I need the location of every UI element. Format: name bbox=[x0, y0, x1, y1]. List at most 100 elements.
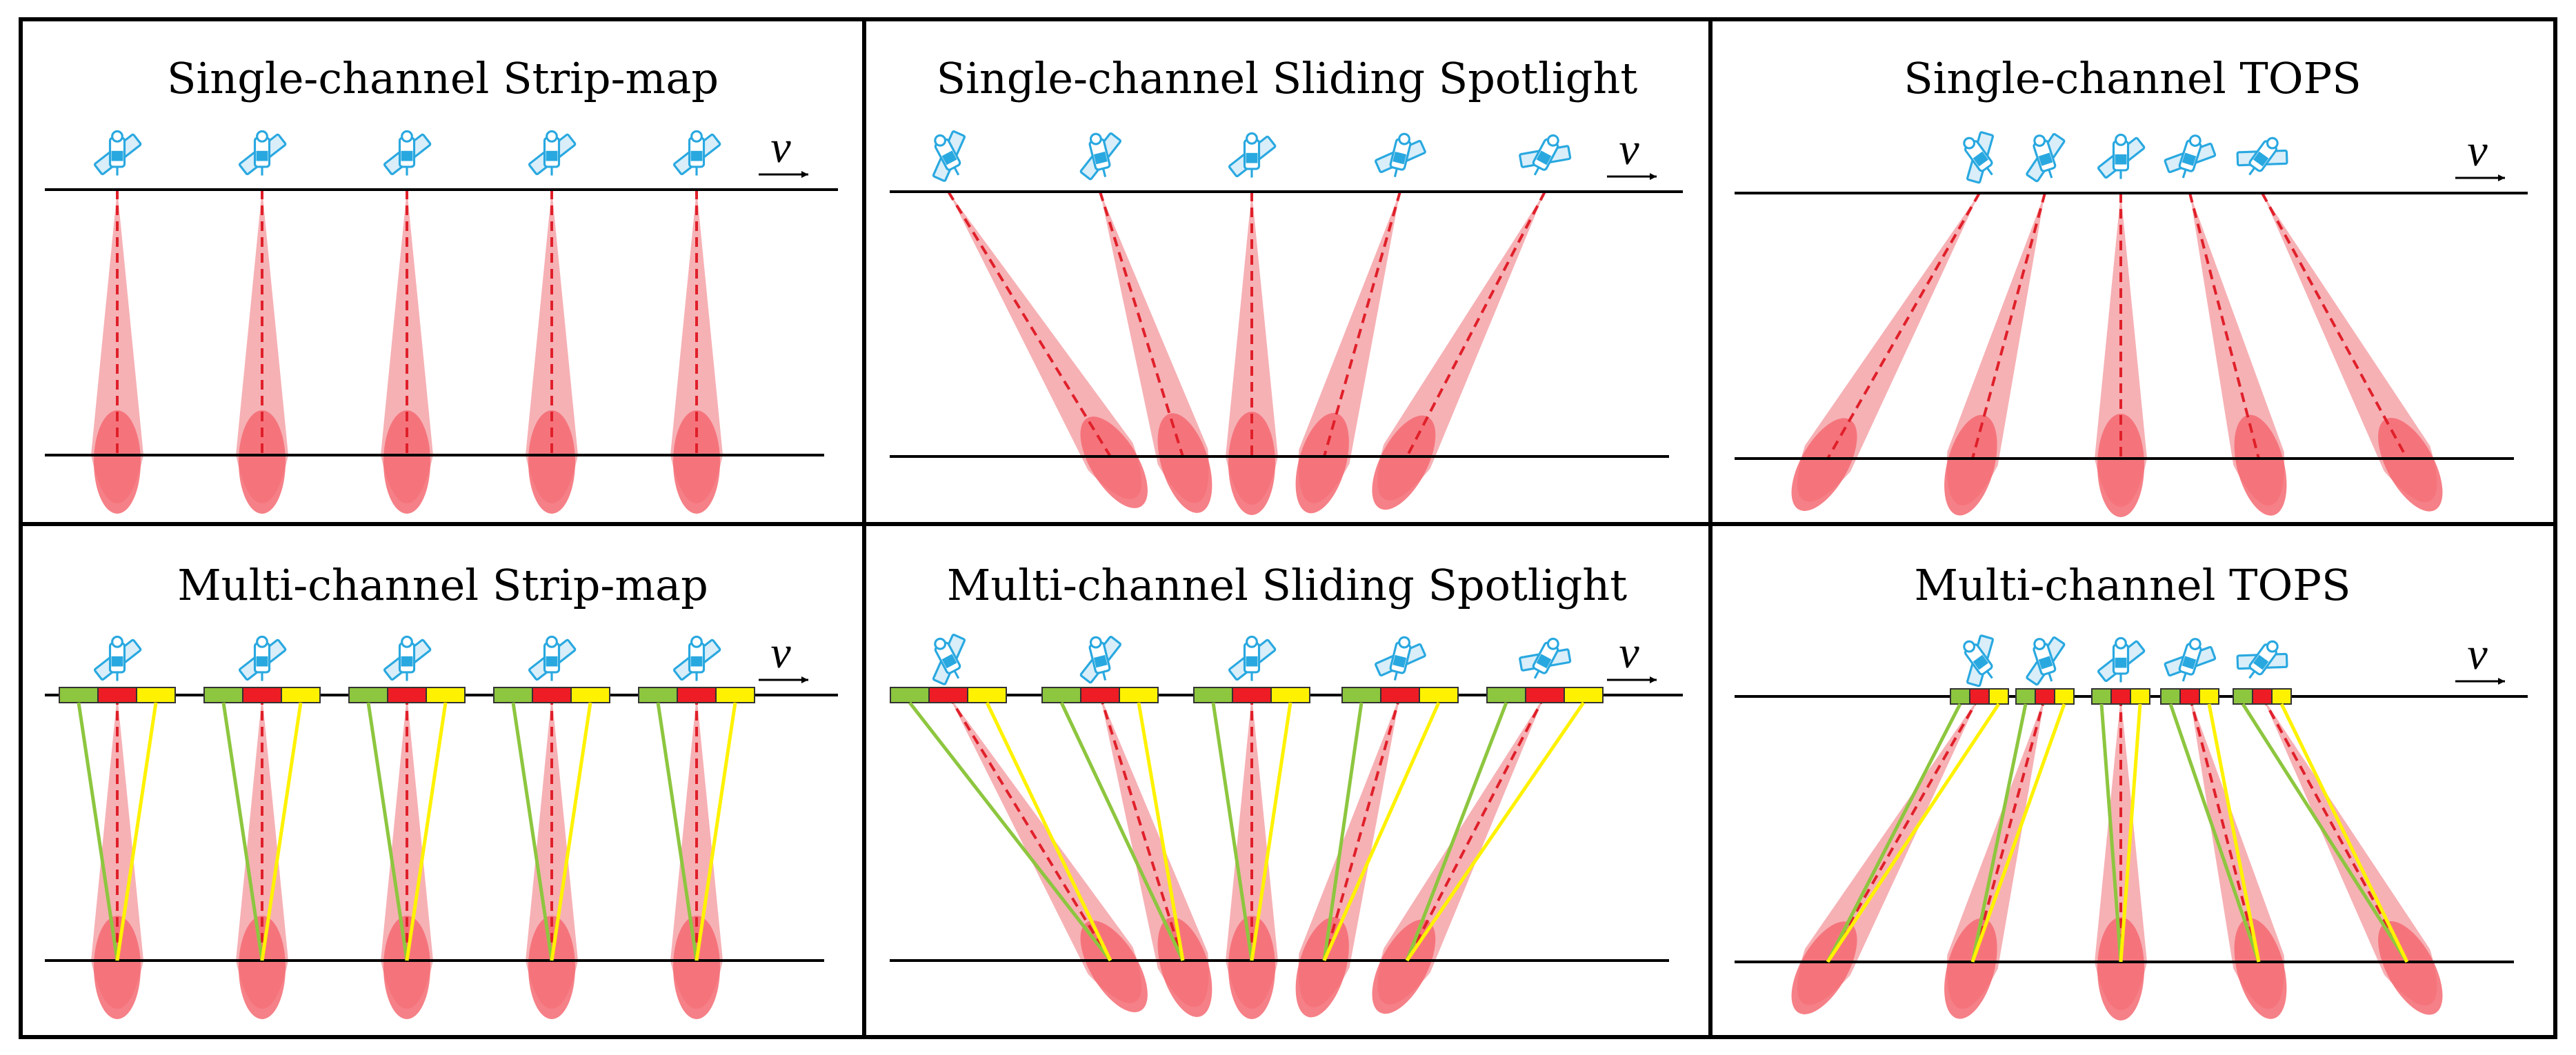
satellite-icon bbox=[383, 130, 432, 177]
beam-centerline bbox=[2188, 696, 2260, 963]
channel-right bbox=[2199, 688, 2219, 705]
satellite-icon bbox=[238, 635, 288, 683]
footprint bbox=[2097, 917, 2144, 1021]
satellite-icon bbox=[1513, 124, 1578, 188]
channel-left bbox=[203, 687, 243, 703]
velocity-label: v bbox=[2467, 629, 2488, 679]
satellite-icon bbox=[1513, 627, 1578, 691]
panel-single-channel-tops: Single-channel TOPS v bbox=[1735, 53, 2528, 517]
channel-ray-left bbox=[2099, 703, 2123, 963]
footprint bbox=[1372, 415, 1436, 510]
channel-right bbox=[136, 687, 176, 703]
channel-right bbox=[570, 687, 610, 703]
channel-ray-left bbox=[2241, 703, 2409, 963]
beam-centerline bbox=[2261, 696, 2408, 963]
satellite-icon bbox=[2097, 636, 2146, 684]
panel-title: Single-channel Strip-map bbox=[167, 53, 719, 103]
satellite-icon bbox=[1946, 123, 2013, 190]
channel-center bbox=[1525, 687, 1565, 703]
footprint bbox=[2097, 414, 2144, 517]
channel-center bbox=[677, 687, 717, 703]
beam-centerline bbox=[1323, 694, 1401, 961]
satellite-icon bbox=[2160, 128, 2221, 187]
satellite-icon bbox=[528, 130, 577, 177]
channel-center bbox=[1080, 687, 1120, 703]
channel-ray-left bbox=[77, 702, 119, 961]
satellite-icon bbox=[93, 635, 143, 683]
satellite-icon bbox=[1071, 630, 1130, 687]
velocity-label: v bbox=[1619, 124, 1639, 174]
channel-ray-right bbox=[2119, 703, 2142, 963]
panel-multi-channel-strip-map: Multi-channel Strip-map v bbox=[45, 560, 838, 1019]
panel-title: Multi-channel Sliding Spotlight bbox=[947, 560, 1627, 610]
channel-left bbox=[2091, 688, 2112, 705]
footprint bbox=[1944, 918, 1997, 1019]
beam-centerline bbox=[947, 190, 1112, 458]
beam-centerline bbox=[1099, 191, 1184, 457]
panel-single-channel-sliding-spotlight: Single-channel Sliding Spotlight v bbox=[890, 53, 1683, 515]
channel-center bbox=[1232, 687, 1272, 703]
channel-ray-left bbox=[1059, 701, 1185, 962]
channel-left bbox=[1193, 687, 1233, 703]
satellite-icon bbox=[2015, 127, 2076, 186]
channel-ray-right bbox=[1322, 701, 1441, 962]
channel-center bbox=[928, 687, 968, 703]
beam-centerline bbox=[1406, 191, 1546, 457]
channel-ray-left bbox=[511, 702, 554, 961]
beam-centerline bbox=[2261, 192, 2408, 459]
satellite-icon bbox=[383, 635, 432, 683]
channel-right bbox=[2054, 688, 2075, 705]
footprint bbox=[2234, 918, 2287, 1019]
channel-center bbox=[1969, 688, 1990, 705]
channel-center bbox=[387, 687, 427, 703]
footprint bbox=[1228, 412, 1275, 515]
satellite-icon bbox=[672, 635, 722, 683]
channel-ray-left bbox=[1211, 702, 1254, 961]
velocity-label: v bbox=[2467, 125, 2488, 176]
footprint bbox=[1157, 917, 1212, 1017]
beam-centerline bbox=[1826, 192, 1981, 459]
channel-left bbox=[348, 687, 388, 703]
channel-left bbox=[2233, 688, 2253, 705]
satellite-icon bbox=[2015, 630, 2076, 690]
channel-ray-left bbox=[2168, 703, 2261, 963]
satellite-icon bbox=[1228, 132, 1277, 179]
velocity-label: v bbox=[770, 627, 791, 678]
velocity-label: v bbox=[770, 122, 791, 172]
channel-right bbox=[967, 687, 1007, 703]
footprint bbox=[673, 916, 720, 1019]
footprint bbox=[2378, 417, 2443, 512]
channel-right bbox=[2271, 688, 2292, 705]
channel-ray-right bbox=[1250, 702, 1292, 961]
channel-ray-left bbox=[366, 702, 409, 961]
satellite-icon bbox=[2097, 133, 2146, 181]
footprint bbox=[528, 410, 575, 514]
panel-grid bbox=[19, 17, 2557, 1039]
footprint bbox=[383, 916, 430, 1019]
footprint bbox=[2234, 414, 2287, 516]
channel-ray-right bbox=[985, 701, 1112, 962]
panel-multi-channel-tops: Multi-channel TOPS v bbox=[1735, 560, 2528, 1021]
velocity-label: v bbox=[1619, 627, 1639, 678]
satellite-icon bbox=[93, 130, 143, 177]
footprint bbox=[1295, 412, 1349, 514]
channel-center bbox=[242, 687, 282, 703]
satellite-icon bbox=[672, 130, 722, 177]
channel-ray-right bbox=[550, 702, 592, 961]
beam-centerline bbox=[1323, 191, 1401, 457]
footprint bbox=[673, 410, 720, 514]
channel-right bbox=[426, 687, 466, 703]
panel-title: Single-channel TOPS bbox=[1904, 53, 2361, 103]
channel-right bbox=[1419, 687, 1459, 703]
channel-ray-left bbox=[221, 702, 264, 961]
footprint bbox=[239, 410, 286, 514]
footprint bbox=[94, 410, 141, 514]
footprint bbox=[1157, 413, 1212, 513]
channel-left bbox=[493, 687, 533, 703]
channel-left bbox=[59, 687, 99, 703]
beam-centerline bbox=[2188, 192, 2260, 459]
channel-ray-right bbox=[695, 702, 737, 961]
footprint bbox=[239, 916, 286, 1019]
channel-center bbox=[1380, 687, 1420, 703]
channel-left bbox=[638, 687, 678, 703]
